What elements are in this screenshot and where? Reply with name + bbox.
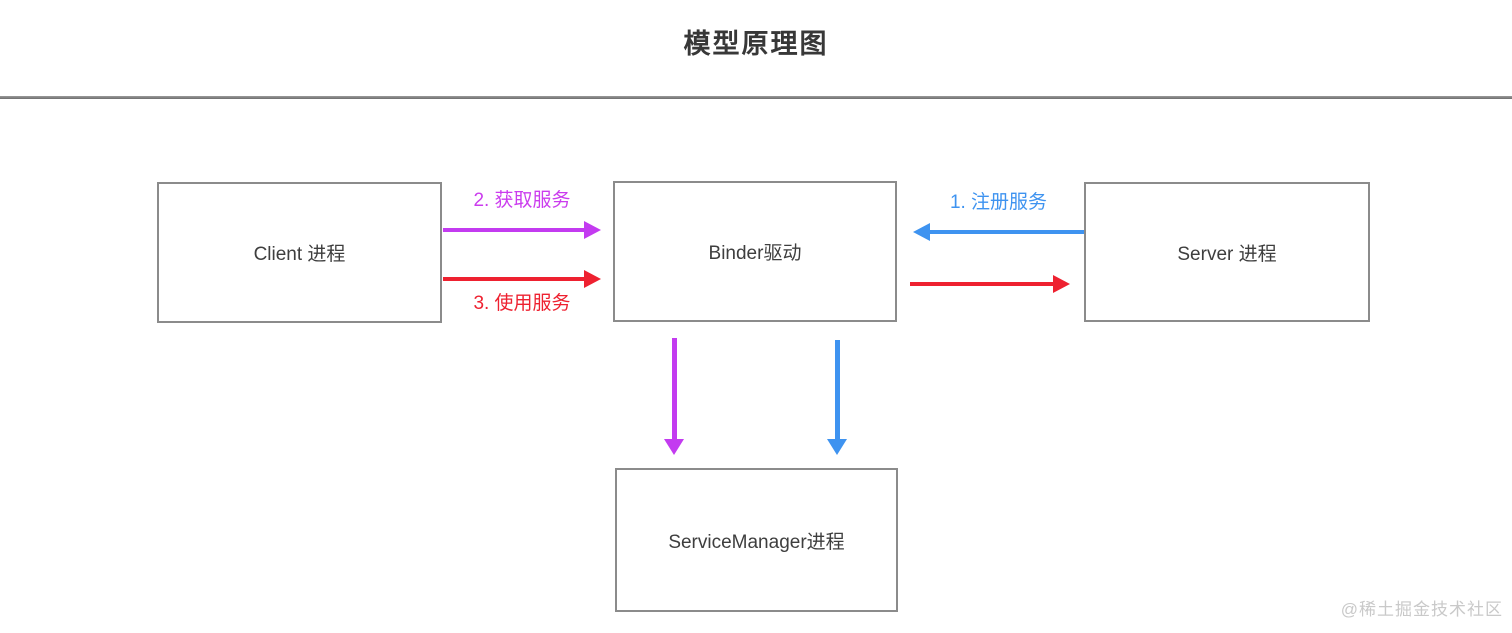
arrow-shaft [443,277,584,281]
node-binder-driver: Binder驱动 [613,181,897,322]
arrow-register-service-icon [913,223,1084,241]
arrow-acquire-service-icon [443,221,601,239]
arrow-head-down-icon [664,439,684,455]
node-client-label: Client 进程 [253,244,346,265]
arrow-shaft [910,282,1053,286]
arrow-head-down-icon [827,439,847,455]
node-service-manager-label: ServiceManager进程 [668,531,845,553]
arrow-head-right-icon [584,221,601,239]
arrow-shaft [671,338,677,439]
arrow-head-right-icon [1053,275,1070,293]
node-binder-label: Binder驱动 [708,243,802,264]
title-divider [0,96,1512,99]
arrow-shaft [834,340,840,439]
arrow-binder-to-servicemanager-blue-icon [827,340,847,455]
node-server-label: Server 进程 [1177,243,1277,265]
arrow-binder-to-servicemanager-purple-icon [664,338,684,455]
arrow-head-right-icon [584,270,601,288]
arrow-shaft [930,230,1084,234]
arrow-head-left-icon [913,223,930,241]
edge-label-use-service: 3. 使用服务 [473,293,571,314]
arrow-shaft [443,228,584,232]
node-server-process: Server 进程 [1084,182,1370,322]
watermark: @稀土掘金技术社区 [1340,600,1503,619]
page-title: 模型原理图 [683,29,829,59]
arrow-binder-to-server-icon [910,275,1070,293]
node-service-manager-process: ServiceManager进程 [615,468,898,612]
edge-label-register-service: 1. 注册服务 [949,192,1048,213]
node-client-process: Client 进程 [157,182,442,323]
arrow-use-service-icon [443,270,601,288]
edge-label-acquire-service: 2. 获取服务 [473,190,571,211]
